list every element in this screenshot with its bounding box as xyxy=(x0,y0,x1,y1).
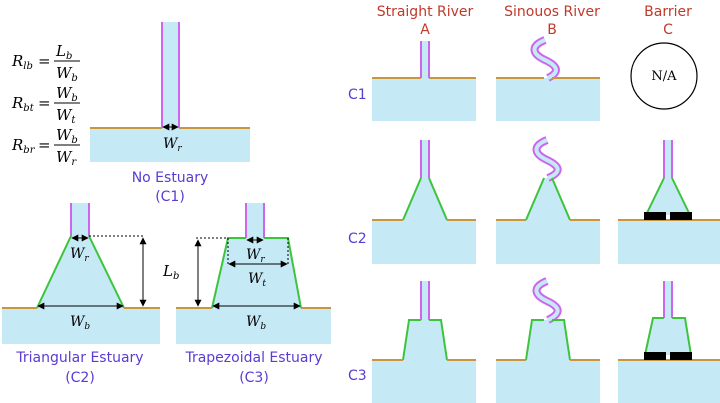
barrier-block-left xyxy=(644,352,666,360)
cell-c1-sinuous xyxy=(496,36,600,121)
ocean xyxy=(90,128,250,162)
triangular-estuary-diagram: Wr Wb xyxy=(2,203,160,344)
estuary-edge xyxy=(36,235,72,309)
svg-text:B: B xyxy=(547,22,557,38)
svg-text:=: = xyxy=(38,94,51,112)
column-headers: Straight River A Sinouos River B Barrier… xyxy=(377,4,692,38)
svg-text:Sinouos River: Sinouos River xyxy=(504,4,600,20)
river-width-label: Wr xyxy=(70,246,89,264)
svg-text:Rbr: Rbr xyxy=(11,136,36,156)
svg-text:Triangular Estuary: Triangular Estuary xyxy=(15,350,143,366)
column-header-barrier: Barrier C xyxy=(644,4,692,38)
svg-text:Trapezoidal Estuary: Trapezoidal Estuary xyxy=(184,350,322,366)
cell-c2-sinuous xyxy=(496,136,600,264)
base-width-label: Wb xyxy=(70,314,90,332)
svg-text:Wb: Wb xyxy=(56,64,78,84)
barrier-block-right xyxy=(670,352,692,360)
svg-text:Lb: Lb xyxy=(55,42,72,62)
svg-text:Straight River: Straight River xyxy=(377,4,474,20)
formula-rbr: Rbr = Wb Wr xyxy=(11,126,80,168)
formula-rbt: Rbt = Wb Wt xyxy=(11,84,80,126)
svg-text:(C3): (C3) xyxy=(239,370,269,386)
river-channel xyxy=(246,203,264,239)
not-applicable-circle xyxy=(630,42,698,110)
river-width-label: Wr xyxy=(246,247,265,265)
cell-c2-straight xyxy=(372,140,476,264)
column-header-sinuous-river: Sinouos River B xyxy=(504,4,600,38)
river-width-label: Wr xyxy=(163,136,182,154)
trapezoidal-estuary-diagram: Wr Wt Wb xyxy=(176,203,331,344)
svg-text:Wr: Wr xyxy=(56,148,77,168)
barrier-block-left xyxy=(644,212,666,220)
cell-c3-straight xyxy=(372,281,476,403)
caption-triangular: Triangular Estuary (C2) xyxy=(15,350,143,386)
svg-text:Wb: Wb xyxy=(56,126,78,146)
cell-c1-barrier: N/A xyxy=(630,42,698,110)
top-width-label: Wt xyxy=(248,271,266,289)
not-applicable-label: N/A xyxy=(651,69,677,84)
svg-text:C: C xyxy=(663,22,673,38)
base-width-label: Wb xyxy=(246,314,266,332)
estuary-body xyxy=(37,236,124,308)
ocean xyxy=(2,308,160,344)
ratio-formulas: Rlb = Lb Wb Rbt = Wb Wt Rbr = Wb Wr xyxy=(11,42,80,168)
svg-text:(C2): (C2) xyxy=(65,370,95,386)
formula-rlb: Rlb = Lb Wb xyxy=(11,42,80,84)
river-channel xyxy=(71,203,89,237)
length-label: Lb xyxy=(162,262,179,282)
row-labels: C1 C2 C3 xyxy=(348,87,367,384)
estuary-edge xyxy=(88,235,125,309)
caption-trapezoidal: Trapezoidal Estuary (C3) xyxy=(184,350,322,386)
no-estuary-diagram: Wr xyxy=(90,22,250,162)
row-label-c2: C2 xyxy=(348,231,367,247)
svg-text:Wt: Wt xyxy=(56,106,76,126)
cell-c3-barrier xyxy=(618,281,720,403)
svg-text:=: = xyxy=(38,52,51,70)
cell-c3-sinuous xyxy=(496,277,600,403)
svg-text:A: A xyxy=(420,22,430,38)
svg-text:Rbt: Rbt xyxy=(11,94,35,114)
row-label-c1: C1 xyxy=(348,87,367,103)
estuary-body xyxy=(212,238,301,308)
svg-text:No Estuary: No Estuary xyxy=(132,170,209,186)
svg-text:Rlb: Rlb xyxy=(11,52,33,72)
ocean xyxy=(176,308,331,344)
cell-c1-straight xyxy=(372,41,476,121)
svg-text:Barrier: Barrier xyxy=(644,4,692,20)
cell-c2-barrier xyxy=(618,140,720,264)
caption-no-estuary: No Estuary (C1) xyxy=(132,170,209,205)
svg-text:=: = xyxy=(38,136,51,154)
column-header-straight-river: Straight River A xyxy=(377,4,474,38)
river-channel xyxy=(162,22,179,128)
barrier-block-right xyxy=(670,212,692,220)
svg-text:Wb: Wb xyxy=(56,84,78,104)
svg-text:(C1): (C1) xyxy=(155,189,185,205)
row-label-c3: C3 xyxy=(348,368,367,384)
